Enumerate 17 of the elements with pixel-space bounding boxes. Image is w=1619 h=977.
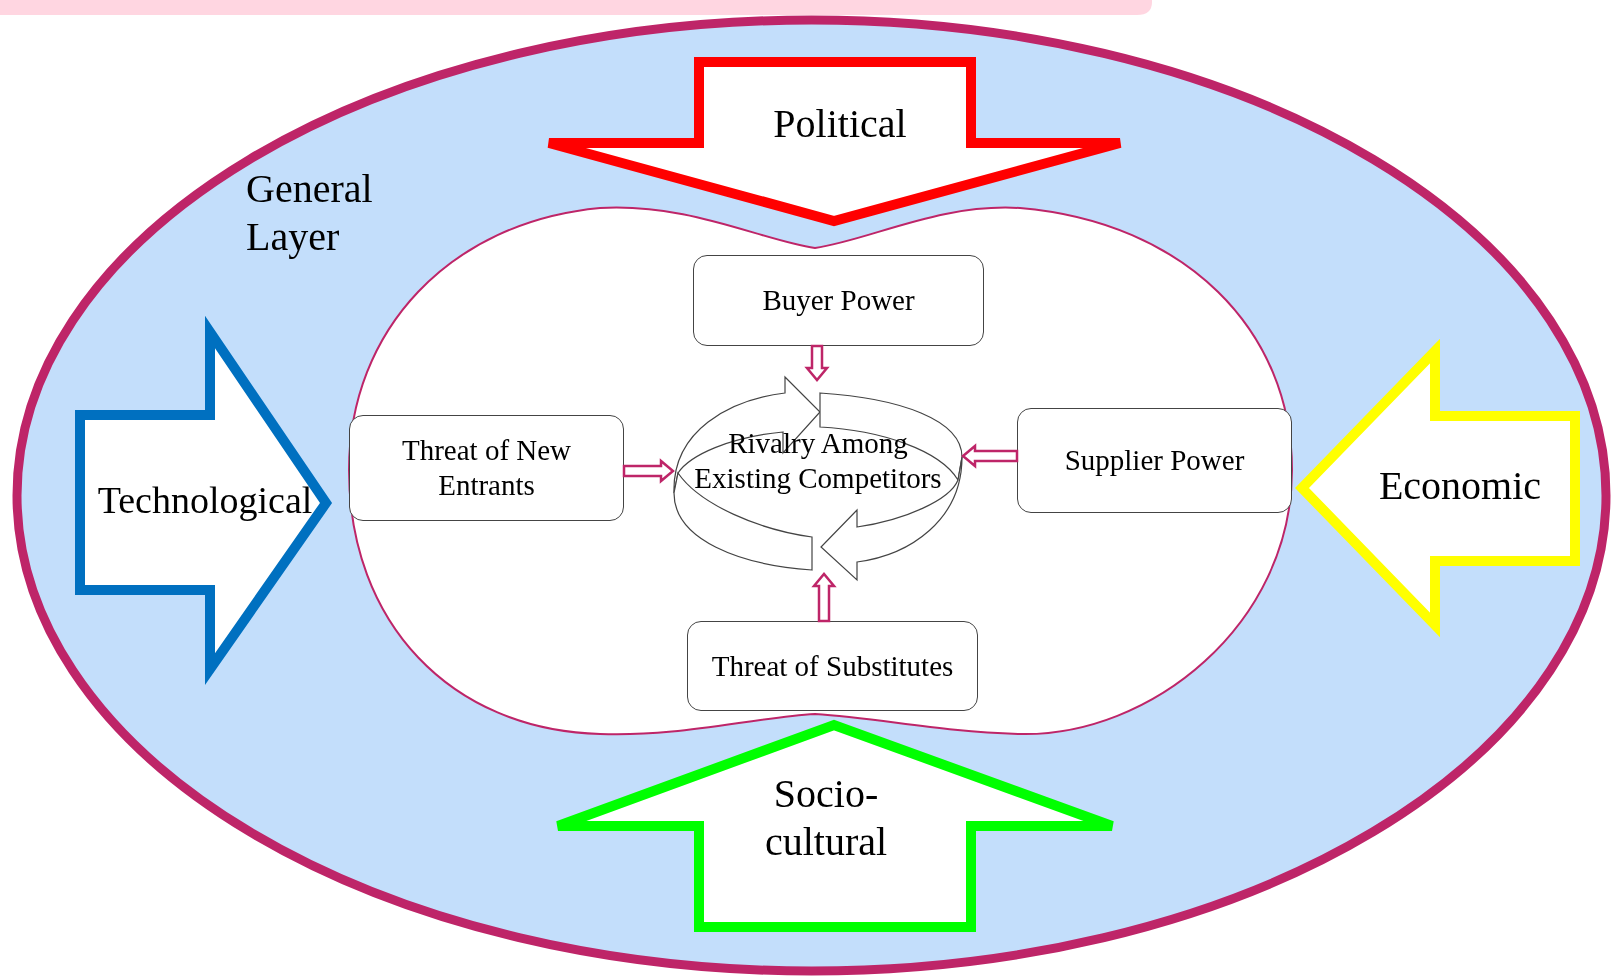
force-label: Buyer Power	[761, 283, 916, 318]
factor-label: Economic	[1377, 462, 1543, 510]
layer-label: General Layer	[246, 165, 374, 261]
factor-label: Socio-cultural	[763, 770, 889, 866]
arrow	[811, 572, 837, 623]
force-label: Threat of New Entrants	[400, 433, 573, 503]
factor-label: Political	[772, 100, 908, 148]
force-label: Supplier Power	[1063, 443, 1246, 478]
force-box	[349, 415, 624, 521]
arrow	[622, 458, 675, 484]
force-box	[693, 255, 984, 346]
force-label: Threat of Substitutes	[710, 648, 955, 684]
force-box	[1017, 408, 1292, 513]
force-box	[687, 621, 978, 711]
factor-label: Technological	[96, 478, 314, 523]
arrow	[804, 344, 830, 382]
arrow	[961, 443, 1019, 469]
